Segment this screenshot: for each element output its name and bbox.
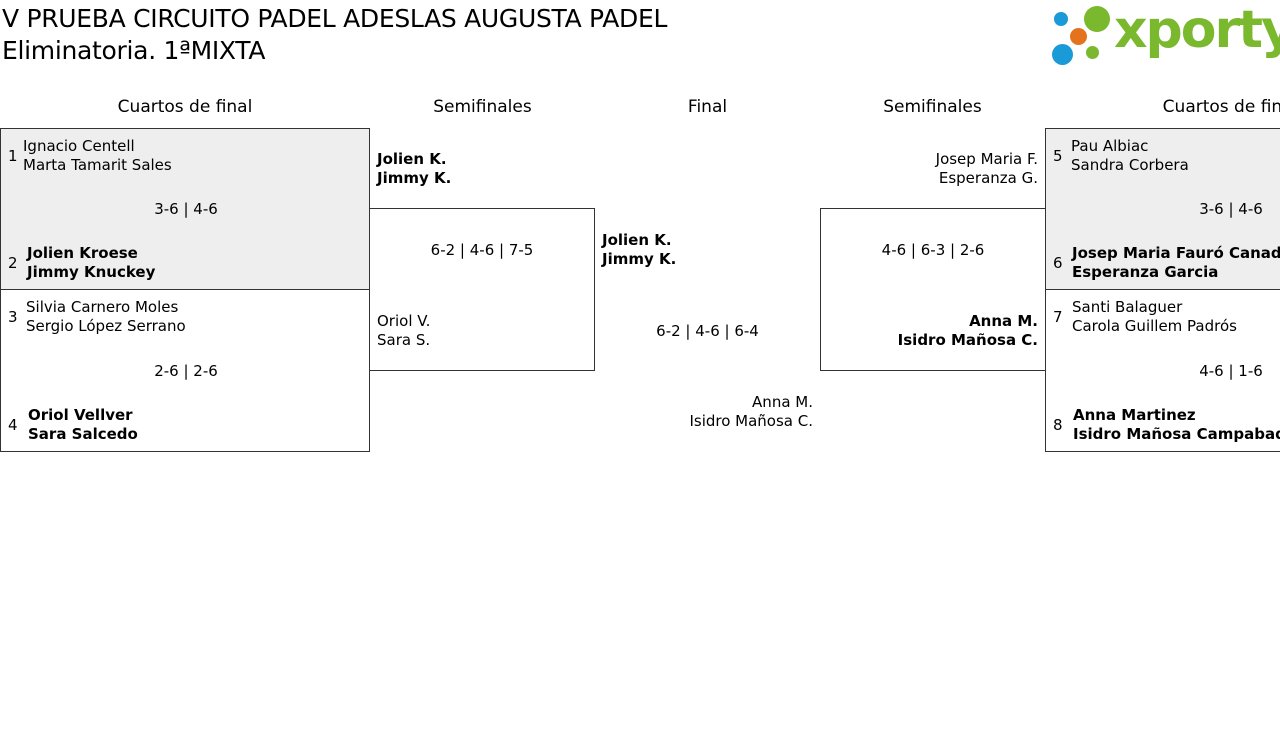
- player-name: Jimmy K.: [602, 250, 677, 268]
- team-left-qf2-bottom-winner[interactable]: Oriol Vellver Sara Salcedo: [28, 406, 138, 444]
- player-name: Silvia Carnero Moles: [26, 298, 179, 316]
- player-name: Anna M.: [752, 393, 813, 411]
- left-sf-match: 6-2 | 4-6 | 7-5 Oriol V. Sara S.: [369, 208, 595, 371]
- seed-number: 3: [8, 308, 18, 326]
- round-header-final: Final: [687, 97, 728, 117]
- round-header-right-qf: Cuartos de final: [1162, 97, 1280, 117]
- team-right-sf-bottom-winner[interactable]: Anna M. Isidro Mañosa C.: [827, 312, 1038, 350]
- player-name: Anna Martinez: [1073, 406, 1196, 424]
- final-score: 6-2 | 4-6 | 6-4: [656, 322, 759, 340]
- player-name: Jimmy Knuckey: [27, 263, 156, 281]
- team-left-qf1-bottom-winner[interactable]: Jolien Kroese Jimmy Knuckey: [27, 244, 155, 282]
- team-right-qf2-top[interactable]: Santi Balaguer Carola Guillem Padrós: [1072, 298, 1237, 336]
- team-left-qf2-top[interactable]: Silvia Carnero Moles Sergio López Serran…: [26, 298, 186, 336]
- seed-number: 4: [8, 416, 18, 434]
- seed-number: 1: [8, 147, 18, 165]
- logo-dot-green2-icon: [1086, 46, 1099, 59]
- player-name: Isidro Mañosa C.: [689, 412, 813, 430]
- seed-number: 7: [1053, 308, 1063, 326]
- seed-number: 8: [1053, 416, 1063, 434]
- right-qf-match-1: 5 Pau Albiac Sandra Corbera 3-6 | 4-6 6 …: [1045, 128, 1280, 290]
- player-name: Santi Balaguer: [1072, 298, 1183, 316]
- player-name: Esperanza G.: [938, 169, 1038, 187]
- player-name: Esperanza Garcia: [1072, 263, 1219, 281]
- team-right-qf2-bottom-winner[interactable]: Anna Martinez Isidro Mañosa Campabadal: [1073, 406, 1280, 444]
- player-name: Pau Albiac: [1071, 137, 1149, 155]
- player-name: Sara Salcedo: [28, 425, 138, 443]
- player-name: Anna M.: [969, 312, 1038, 330]
- round-header-left-sf: Semifinales: [433, 97, 532, 117]
- player-name: Marta Tamarit Sales: [23, 156, 172, 174]
- logo-dot-blue2-icon: [1052, 44, 1073, 65]
- team-left-sf-bottom[interactable]: Oriol V. Sara S.: [377, 312, 430, 350]
- match-score: 2-6 | 2-6: [154, 362, 218, 380]
- player-name: Carola Guillem Padrós: [1072, 317, 1237, 335]
- xporty-logo[interactable]: xporty: [1050, 0, 1280, 68]
- match-score: 6-2 | 4-6 | 7-5: [430, 241, 534, 259]
- match-score: 4-6 | 6-3 | 2-6: [881, 241, 985, 259]
- player-name: Jolien K.: [602, 231, 672, 249]
- player-name: Jolien K.: [377, 150, 447, 168]
- left-qf-match-2: 3 Silvia Carnero Moles Sergio López Serr…: [0, 289, 370, 452]
- player-name: Sandra Corbera: [1071, 156, 1189, 174]
- player-name: Jimmy K.: [377, 169, 452, 187]
- match-score: 3-6 | 4-6: [154, 200, 218, 218]
- player-name: Oriol V.: [377, 312, 431, 330]
- tournament-title: V PRUEBA CIRCUITO PADEL ADESLAS AUGUSTA …: [2, 4, 668, 33]
- seed-number: 6: [1053, 254, 1063, 272]
- round-header-left-qf: Cuartos de final: [117, 97, 253, 117]
- team-right-sf-top[interactable]: Josep Maria F. Esperanza G.: [826, 150, 1038, 188]
- logo-dot-orange-icon: [1070, 28, 1087, 45]
- player-name: Josep Maria F.: [935, 150, 1038, 168]
- seed-number: 5: [1053, 147, 1063, 165]
- draw-subtitle: Eliminatoria. 1ªMIXTA: [2, 36, 266, 65]
- player-name: Ignacio Centell: [23, 137, 135, 155]
- left-qf-match-1: 1 Ignacio Centell Marta Tamarit Sales 3-…: [0, 128, 370, 290]
- match-score: 3-6 | 4-6: [1199, 200, 1263, 218]
- player-name: Sergio López Serrano: [26, 317, 186, 335]
- team-final-top-winner[interactable]: Jolien K. Jimmy K.: [602, 231, 676, 269]
- player-name: Isidro Mañosa C.: [897, 331, 1038, 349]
- round-header-right-sf: Semifinales: [883, 97, 982, 117]
- player-name: Isidro Mañosa Campabadal: [1073, 425, 1280, 443]
- team-left-qf1-top[interactable]: Ignacio Centell Marta Tamarit Sales: [23, 137, 172, 175]
- team-right-qf1-bottom-winner[interactable]: Josep Maria Fauró Canadell Esperanza Gar…: [1072, 244, 1280, 282]
- match-score: 4-6 | 1-6: [1199, 362, 1263, 380]
- team-right-qf1-top[interactable]: Pau Albiac Sandra Corbera: [1071, 137, 1189, 175]
- team-left-sf-top-winner[interactable]: Jolien K. Jimmy K.: [377, 150, 451, 188]
- player-name: Josep Maria Fauró Canadell: [1072, 244, 1280, 262]
- seed-number: 2: [8, 254, 18, 272]
- logo-wordmark: xporty: [1114, 0, 1280, 60]
- player-name: Sara S.: [377, 331, 431, 349]
- right-qf-match-2: 7 Santi Balaguer Carola Guillem Padrós 4…: [1045, 289, 1280, 452]
- team-final-bottom[interactable]: Anna M. Isidro Mañosa C.: [600, 393, 813, 431]
- right-sf-match: 4-6 | 6-3 | 2-6 Anna M. Isidro Mañosa C.: [820, 208, 1046, 371]
- logo-dot-green-icon: [1084, 6, 1110, 32]
- player-name: Jolien Kroese: [27, 244, 138, 262]
- player-name: Oriol Vellver: [28, 406, 133, 424]
- logo-dot-blue-icon: [1054, 12, 1068, 26]
